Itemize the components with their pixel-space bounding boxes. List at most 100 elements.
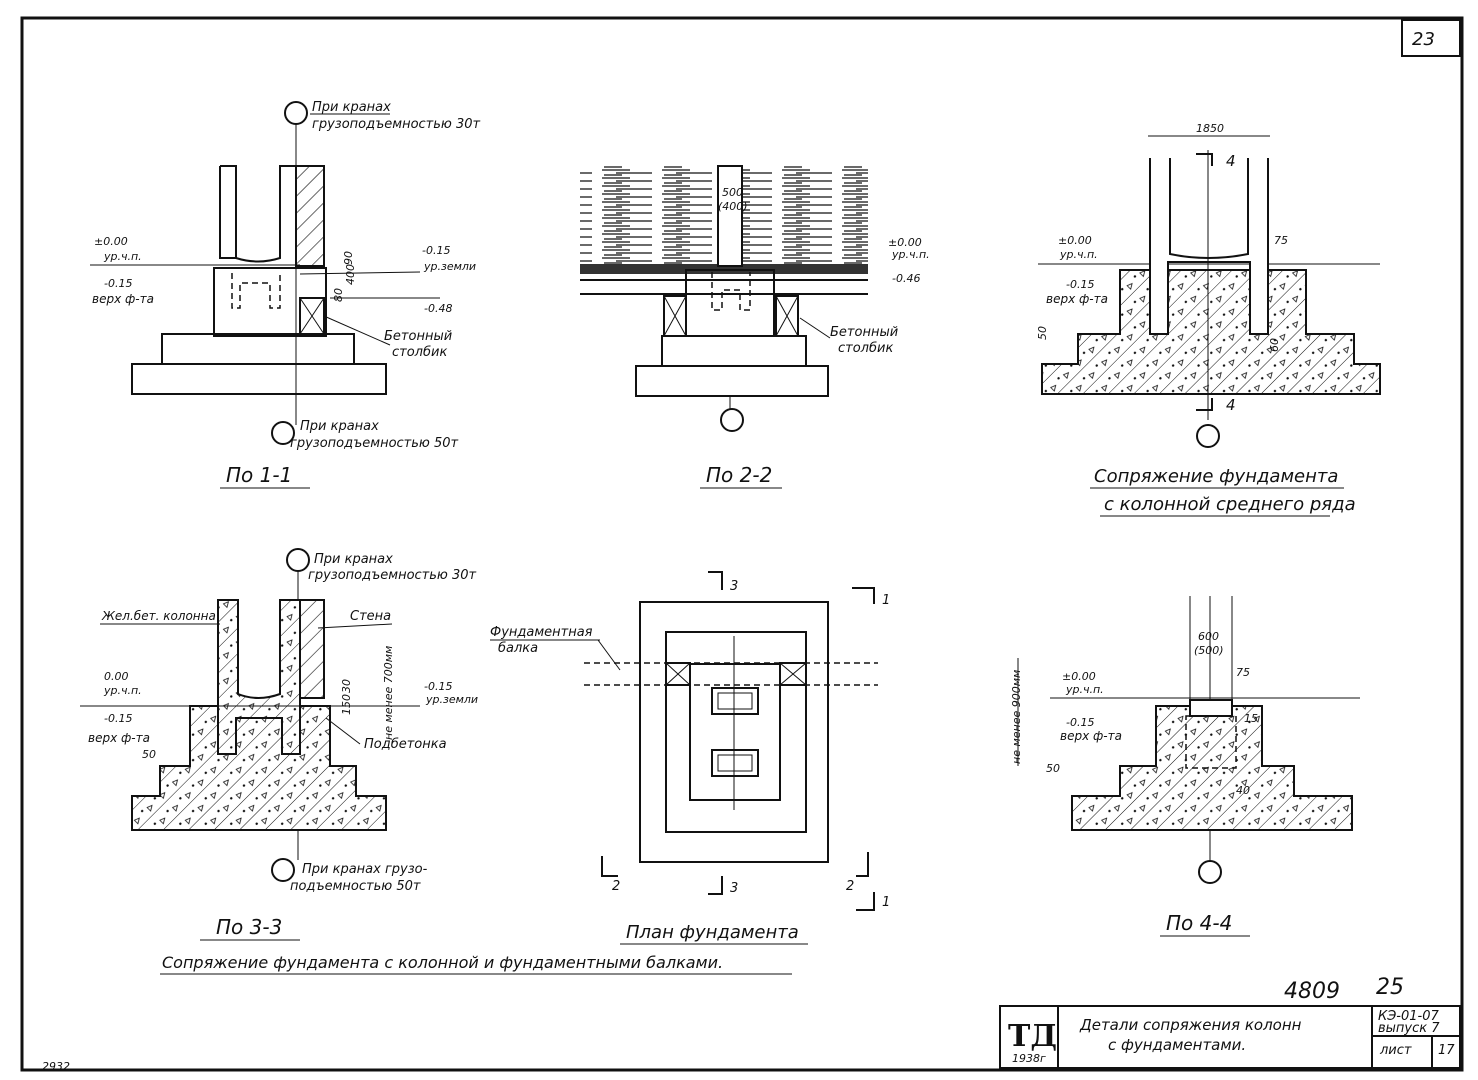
dim-50: 50	[1046, 762, 1060, 775]
plan-foundation: Фундаментная балка 3 3 1 1 2 2 План фунд…	[490, 571, 890, 945]
caption-middle-row-1: Сопряжение фундамента	[1094, 466, 1338, 487]
lvl-000: 0.00	[104, 670, 129, 683]
dim-75: 75	[1274, 234, 1288, 247]
mark-2-right: 2	[846, 879, 854, 894]
lvl-ground: ур.земли	[425, 693, 478, 706]
lvl-floor: ур.ч.п.	[103, 250, 142, 263]
post-label-2: столбик	[838, 341, 893, 356]
title-block: ТД 1938г Детали сопряжения колонн с фунд…	[999, 1005, 1461, 1069]
lvl-015: -0.15	[1066, 716, 1094, 729]
dim-80: 80	[332, 288, 345, 302]
lvl-000: ±0.00	[888, 236, 922, 249]
dim-400: (400)	[718, 200, 748, 213]
axis-marker	[1196, 424, 1220, 448]
dim-90: 90	[342, 251, 355, 265]
issue: выпуск 7	[1378, 1021, 1440, 1036]
dim-150: 150	[340, 694, 353, 715]
axis-marker-top	[284, 101, 308, 125]
lvl-top-foundation: верх ф-та	[1060, 729, 1122, 743]
beam-label-2: балка	[498, 641, 538, 656]
lvl-ground-015: -0.15	[424, 680, 452, 693]
dim-60: 60	[1268, 338, 1281, 352]
mark-2-left: 2	[612, 879, 620, 894]
view-4-4: 600 (500) ±0.00 ур.ч.п. -0.15 верх ф-та …	[1010, 596, 1360, 937]
caption-1-1: По 1-1	[226, 463, 292, 487]
logo: ТД	[1008, 1019, 1057, 1054]
lvl-ground: ур.земли	[423, 260, 476, 273]
crane-note-top-1: При кранах	[312, 100, 391, 115]
lvl-000: ±0.00	[94, 235, 128, 248]
caption-2-2: По 2-2	[706, 463, 772, 487]
sheet-frame	[20, 16, 1464, 1072]
crane-note-top-2: грузоподъемностью 30т	[308, 568, 477, 583]
lvl-top-foundation: верх ф-та	[92, 292, 154, 306]
lvl-floor: ур.ч.п.	[1059, 248, 1098, 261]
lvl-floor: ур.ч.п.	[891, 248, 930, 261]
crane-note-bottom-1: При кранах	[300, 419, 379, 434]
view-1-1: При кранах грузоподъемностью 30т ±0.00 у…	[90, 100, 481, 489]
sheet-label: лист	[1379, 1043, 1412, 1058]
title-line-2: с фундаментами.	[1108, 1036, 1246, 1054]
lvl-floor: ур.ч.п.	[103, 684, 142, 697]
crane-note-bottom-2: подъемностью 50т	[290, 879, 421, 894]
page-number-box	[1401, 19, 1461, 57]
section-mark-top: 4	[1226, 152, 1236, 170]
column-label: Жел.бет. колонна	[101, 609, 216, 623]
lvl-015: -0.15	[104, 712, 132, 725]
dim-50: 50	[1036, 326, 1049, 340]
crane-note-top-1: При кранах	[314, 552, 393, 567]
lvl-floor: ур.ч.п.	[1065, 683, 1104, 696]
lvl-000: ±0.00	[1058, 234, 1092, 247]
crane-note-top-2: грузоподъемностью 30т	[312, 117, 481, 132]
lvl-015: -0.15	[1066, 278, 1094, 291]
dim-75: 75	[1236, 666, 1250, 679]
caption-middle-row-2: с колонной среднего ряда	[1104, 494, 1356, 515]
grout-label: Подбетонка	[364, 737, 447, 752]
mark-1-bottom: 1	[882, 895, 890, 910]
series-code: КЭ-01-07	[1378, 1009, 1440, 1024]
lvl-048: -0.48	[424, 302, 452, 315]
caption-plan: План фундамента	[626, 922, 799, 943]
lvl-015: -0.15	[104, 277, 132, 290]
crane-note-bottom-2: грузоподъемностью 50т	[290, 436, 459, 451]
lvl-046: -0.46	[892, 272, 920, 285]
dim-15: 15	[1244, 712, 1258, 725]
caption-4-4: По 4-4	[1166, 911, 1232, 935]
dim-1850: 1850	[1196, 122, 1224, 135]
lvl-000: ±0.00	[1062, 670, 1096, 683]
bottom-caption: Сопряжение фундамента с колонной и фунда…	[162, 953, 723, 972]
axis-marker-top	[286, 548, 310, 572]
inventory-number: 4809	[1284, 979, 1340, 1004]
post-label-2: столбик	[392, 345, 447, 360]
post-label-1: Бетонный	[384, 329, 452, 344]
lvl-top-foundation: верх ф-та	[1046, 292, 1108, 306]
sheet-index: 25	[1376, 975, 1404, 1000]
margin-note: 2932	[42, 1060, 70, 1073]
lvl-top-foundation: верх ф-та	[88, 731, 150, 745]
caption-3-3: По 3-3	[216, 915, 282, 939]
mark-3-bottom: 3	[730, 881, 738, 896]
crane-note-bottom-1: При кранах грузо-	[302, 862, 428, 877]
axis-marker-bottom	[271, 421, 295, 445]
axis-marker	[720, 408, 744, 432]
view-2-2: 500 (400) ±0.00 ур.ч.п. -0.46 Бетонный с…	[580, 165, 930, 489]
dim-600: 600	[1198, 630, 1219, 643]
axis-marker-bottom	[271, 858, 295, 882]
dim-500: (500)	[1194, 644, 1224, 657]
mark-3-top: 3	[730, 579, 738, 594]
lvl-ground-015: -0.15	[422, 244, 450, 257]
page-number: 23	[1412, 29, 1435, 50]
dim-30: 30	[340, 679, 353, 693]
beam-label-1: Фундаментная	[490, 625, 593, 640]
view-middle-row: 1850 4 4 ±0.00 ур.ч.п. -0.15 верх ф-та 7…	[1036, 122, 1381, 517]
dim-50: 50	[142, 748, 156, 761]
title-line-1: Детали сопряжения колонн	[1079, 1016, 1302, 1034]
dim-40: 40	[1236, 784, 1250, 797]
note-depth: не менее 900мм	[1010, 670, 1023, 764]
post-label-1: Бетонный	[830, 325, 898, 340]
logo-year: 1938г	[1012, 1052, 1046, 1065]
dim-500: 500	[722, 186, 743, 199]
sheet-no: 17	[1438, 1043, 1455, 1058]
dim-400: 400	[344, 264, 357, 285]
